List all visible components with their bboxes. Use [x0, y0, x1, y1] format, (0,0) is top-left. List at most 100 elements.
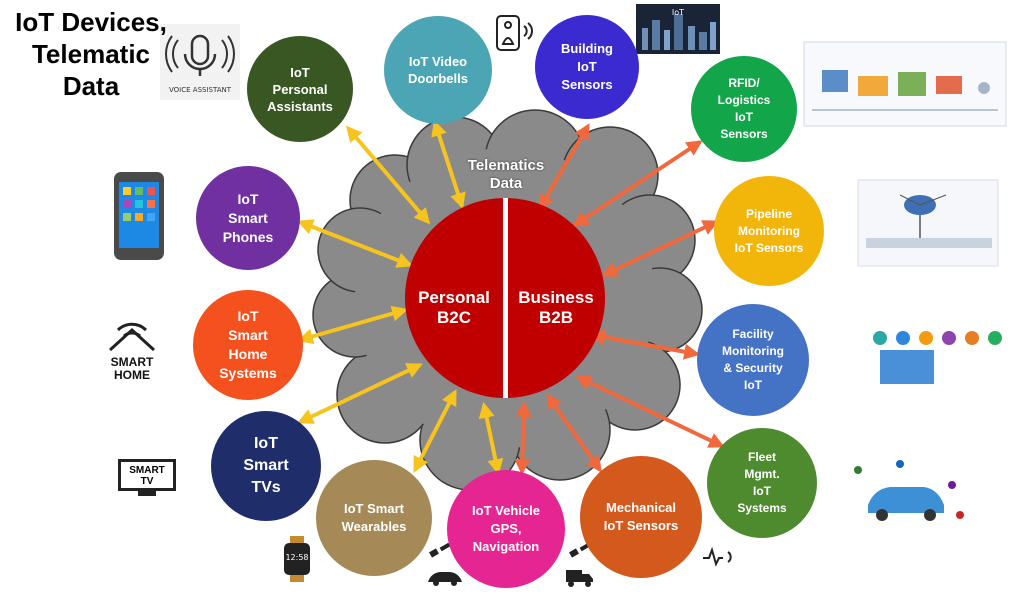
title-line: IoT Devices,	[15, 7, 167, 37]
business-b2b-label: Business B2B	[512, 288, 600, 328]
sensor-pulse-icon	[703, 546, 732, 567]
node-label-line: Pipeline	[745, 206, 792, 221]
node-label-line: Wearables	[341, 519, 407, 534]
building-image-caption: IoT	[671, 8, 685, 17]
personal-b2c-label: Personal B2C	[410, 288, 498, 328]
smart-home-caption: SMART HOME	[104, 356, 160, 382]
arrow-vehicle-gps-b2b	[514, 400, 532, 476]
title-line: Data	[62, 71, 120, 101]
node-label-line: Systems	[219, 365, 277, 381]
arrow-smart-phones	[297, 219, 413, 268]
node-label-line: IoT Sensors	[734, 240, 804, 255]
node-label-line: IoT	[753, 484, 771, 498]
smart-home-caption-line: SMART	[110, 355, 154, 369]
node-label-line: GPS,	[490, 521, 522, 536]
node-label-line: Doorbells	[408, 71, 468, 86]
core-label-line: Personal	[418, 288, 490, 307]
arrows-b2c	[296, 119, 504, 476]
doorbell-icon	[496, 15, 533, 51]
node-pipeline: Pipeline Monitoring IoT Sensors	[714, 176, 824, 286]
arrows-b2b	[514, 123, 725, 476]
node-label-line: Assistants	[267, 98, 333, 114]
smart-tv-caption-line: SMART	[129, 465, 165, 476]
node-label-line: IoT Sensors	[603, 518, 679, 533]
smartphone-image	[114, 172, 164, 260]
title-line: Telematic	[31, 39, 150, 69]
node-smart-home: IoT Smart Home Systems	[193, 290, 303, 400]
facility-image	[838, 322, 1006, 390]
node-label-line: Systems	[737, 501, 787, 515]
node-label-line: IoT	[743, 378, 762, 392]
building-image	[636, 4, 720, 54]
telematics-data-label: Telematics Data	[458, 157, 554, 193]
telematics-label-line: Data	[489, 175, 523, 192]
node-label-line: Sensors	[720, 127, 768, 141]
node-label-line: Personal	[272, 81, 328, 97]
arrow-fleet	[575, 375, 725, 448]
node-label-line: Navigation	[472, 539, 540, 554]
node-label-line: Mgmt.	[744, 467, 780, 481]
node-facility: Facility Monitoring & Security IoT	[697, 304, 809, 416]
telematics-label-line: Telematics	[467, 157, 545, 174]
node-label-line: TVs	[251, 479, 281, 496]
node-label-line: IoT Vehicle	[472, 503, 540, 518]
node-label-line: Mechanical	[605, 500, 677, 515]
node-label-line: IoT	[735, 110, 753, 124]
smart-tv-icon: SMART TV	[118, 459, 176, 491]
node-label-line: Sensors	[561, 77, 613, 92]
arrow-pipeline	[601, 220, 719, 277]
node-label-line: Smart	[228, 327, 268, 343]
fleet-image	[838, 448, 970, 552]
node-label-line: Smart	[243, 457, 289, 474]
smart-tv-stand	[138, 491, 156, 496]
watch-time: 12:58	[285, 553, 309, 562]
node-label-line: Fleet	[747, 450, 776, 464]
car-icon	[428, 572, 462, 586]
smart-tv-caption-line: TV	[140, 476, 154, 487]
node-label-line: Monitoring	[738, 223, 800, 238]
node-label-line: IoT Smart	[344, 501, 404, 516]
node-label-line: IoT	[237, 190, 259, 207]
node-fleet: Fleet Mgmt. IoT Systems	[707, 428, 817, 538]
node-personal-assistants: IoT Personal Assistants	[247, 36, 353, 142]
node-wearables: IoT Smart Wearables	[316, 460, 432, 576]
node-smart-tvs: IoT Smart TVs	[211, 411, 321, 521]
core-circle	[405, 198, 605, 398]
node-building-sensors: Building IoT Sensors	[535, 15, 639, 119]
logistics-image	[803, 41, 1007, 127]
smart-home-caption-line: HOME	[114, 368, 150, 382]
node-rfid-logistics: RFID/ Logistics IoT Sensors	[691, 56, 797, 162]
node-label-line: Building	[561, 41, 613, 56]
arrow-facility	[588, 329, 701, 360]
truck-icon	[566, 570, 593, 587]
node-label-line: Smart	[228, 209, 268, 226]
voice-assistant-caption: VOICE ASSISTANT	[169, 86, 231, 94]
node-label-line: Logistics	[717, 93, 771, 107]
arrow-vehicle-gps-b2c	[478, 401, 504, 476]
node-mechanical: Mechanical IoT Sensors	[580, 456, 702, 578]
arrow-video-doorbells	[431, 119, 466, 210]
node-label-line: IoT	[290, 64, 310, 80]
node-label-line: IoT	[237, 308, 259, 324]
node-label-line: & Security	[723, 361, 783, 375]
smart-home-icon	[108, 322, 156, 352]
arrow-building-sensors	[538, 123, 590, 211]
node-label-line: Phones	[222, 228, 274, 245]
core-label-line: B2C	[436, 308, 471, 327]
pipeline-image	[857, 179, 999, 267]
node-vehicle-gps: IoT Vehicle GPS, Navigation	[447, 470, 565, 588]
node-label-line: Facility	[732, 327, 774, 341]
arrow-smart-tvs	[297, 363, 423, 424]
core-label-line: Business	[518, 288, 594, 307]
core-label-line: B2B	[538, 308, 573, 327]
node-video-doorbells: IoT Video Doorbells	[384, 16, 492, 124]
node-label-line: IoT Video	[408, 54, 468, 69]
node-label-line: IoT	[253, 435, 278, 452]
node-label-line: Monitoring	[722, 344, 784, 358]
watch-image	[284, 536, 310, 582]
node-smart-phones: IoT Smart Phones	[196, 166, 300, 270]
node-label-line: RFID/	[728, 76, 760, 90]
page-title: IoT Devices, Telematic Data	[6, 6, 176, 102]
arrow-smart-home	[296, 305, 409, 345]
